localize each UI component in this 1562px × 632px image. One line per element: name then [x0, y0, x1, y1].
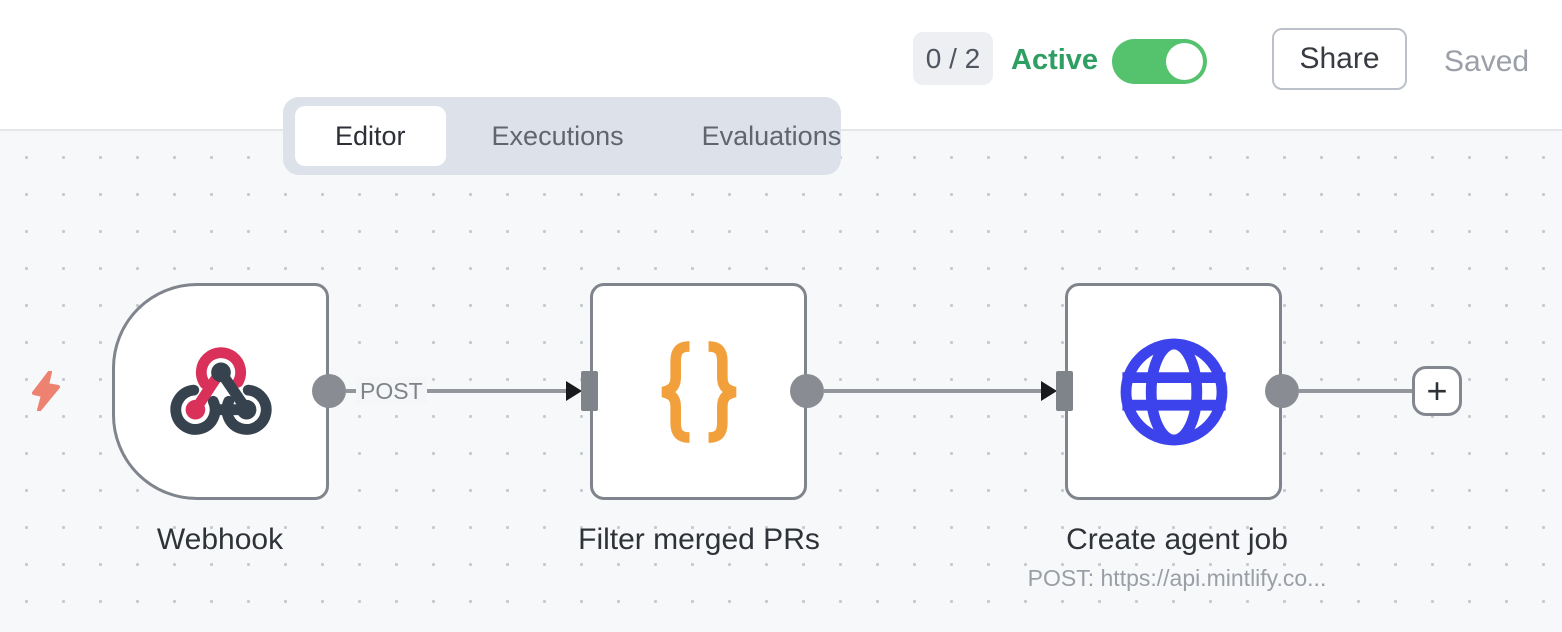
toggle-knob-icon — [1166, 43, 1203, 80]
connection-filter-create[interactable] — [824, 389, 1041, 393]
tab-evaluations[interactable]: Evaluations — [701, 120, 842, 151]
output-port-filter[interactable] — [790, 374, 824, 408]
saved-status: Saved — [1444, 45, 1530, 78]
output-port-webhook[interactable] — [312, 374, 346, 408]
connection-webhook-filter[interactable] — [346, 389, 566, 393]
tab-editor[interactable]: Editor — [295, 106, 446, 166]
webhook-icon — [169, 346, 272, 435]
node-subtitle-create-agent-job: POST: https://api.mintlify.co... — [1027, 565, 1327, 591]
connection-arrow-icon — [1041, 381, 1057, 401]
node-create-agent-job[interactable] — [1065, 283, 1282, 500]
workflow-canvas[interactable]: Webhook Filter merged PRs Crea — [0, 131, 1562, 632]
connection-create-add[interactable] — [1299, 389, 1412, 393]
node-label-create-agent-job: Create agent job — [1066, 523, 1288, 556]
output-port-create[interactable] — [1265, 374, 1299, 408]
share-button[interactable]: Share — [1272, 28, 1407, 90]
code-braces-icon — [661, 340, 736, 443]
globe-icon — [1120, 338, 1227, 445]
active-toggle[interactable] — [1112, 39, 1207, 84]
connection-arrow-icon — [566, 381, 582, 401]
add-node-button[interactable]: + — [1412, 366, 1462, 416]
trigger-bolt-icon — [32, 371, 60, 411]
connection-output-label: POST — [356, 377, 427, 405]
node-label-filter-merged-prs: Filter merged PRs — [578, 523, 820, 556]
input-port-create[interactable] — [1056, 371, 1073, 411]
tab-executions[interactable]: Executions — [491, 120, 624, 151]
node-label-webhook: Webhook — [156, 523, 284, 556]
node-filter-merged-prs[interactable] — [590, 283, 807, 500]
node-webhook[interactable] — [112, 283, 329, 500]
input-port-filter[interactable] — [581, 371, 598, 411]
view-tabs: Editor Executions Evaluations — [283, 97, 841, 175]
execution-counter-badge: 0 / 2 — [913, 32, 993, 85]
active-label: Active — [1011, 44, 1099, 76]
